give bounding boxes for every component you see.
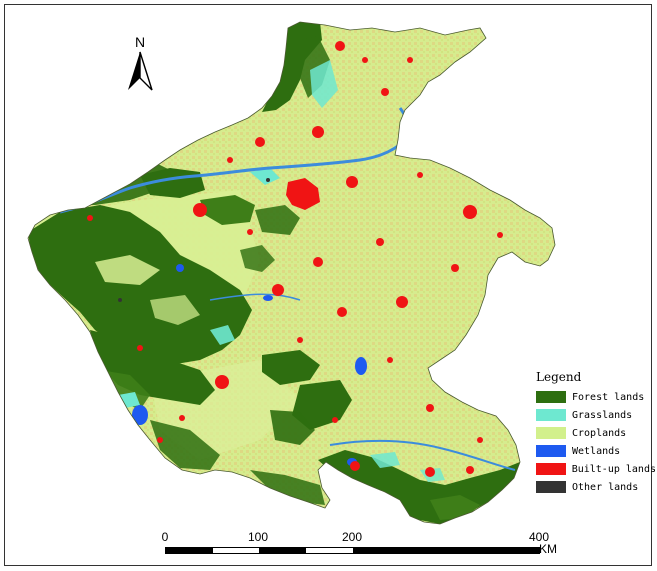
legend-swatch-wetland <box>536 445 566 457</box>
legend-item-wetland: Wetlands <box>536 442 656 460</box>
scale-bar: 0 100 200 400 KM <box>161 530 560 560</box>
scale-bar-segments <box>165 547 540 554</box>
legend-label-other: Other lands <box>572 481 639 493</box>
scale-tick-100: 100 <box>247 530 269 544</box>
legend-label-crop: Croplands <box>572 427 627 439</box>
legend-swatch-builtup <box>536 463 566 475</box>
legend-item-builtup: Built-up lands <box>536 460 656 478</box>
north-arrow: N <box>120 34 160 98</box>
legend-item-crop: Croplands <box>536 424 656 442</box>
legend-swatch-crop <box>536 427 566 439</box>
legend-label-wetland: Wetlands <box>572 445 621 457</box>
scale-unit: KM <box>539 542 557 556</box>
legend-item-grass: Grasslands <box>536 406 656 424</box>
legend-item-other: Other lands <box>536 478 656 496</box>
legend-label-builtup: Built-up lands <box>571 463 656 475</box>
scale-tick-0: 0 <box>161 530 169 544</box>
legend: Legend Forest lands Grasslands Croplands… <box>536 370 656 496</box>
legend-label-grass: Grasslands <box>572 409 633 421</box>
legend-title: Legend <box>536 370 582 384</box>
legend-swatch-grass <box>536 409 566 421</box>
legend-label-forest: Forest lands <box>572 391 645 403</box>
north-label: N <box>134 34 146 50</box>
legend-item-forest: Forest lands <box>536 388 656 406</box>
north-arrow-icon <box>128 51 153 91</box>
scale-tick-400: 400 <box>528 530 550 544</box>
scale-tick-200: 200 <box>341 530 363 544</box>
legend-swatch-other <box>536 481 566 493</box>
legend-swatch-forest <box>536 391 566 403</box>
